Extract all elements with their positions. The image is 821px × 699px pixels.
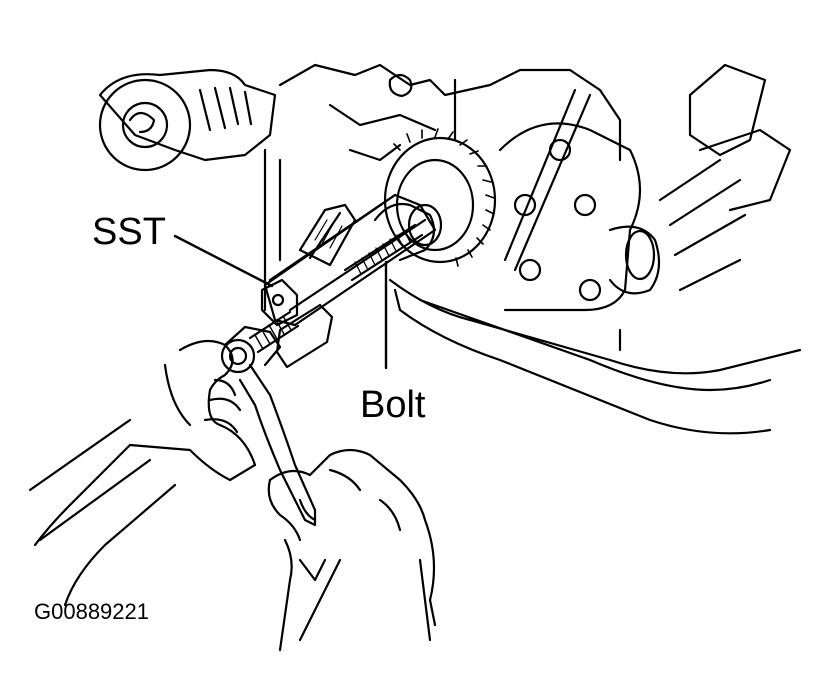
center-bolt-threads — [355, 230, 410, 274]
sst-jaw — [375, 204, 434, 260]
belt-line — [505, 90, 590, 270]
pump-flange — [610, 227, 659, 294]
block-bolt-boss — [390, 75, 412, 96]
lower-bolt-threads — [255, 316, 291, 349]
pump-port — [626, 231, 654, 279]
lower-bolt — [250, 312, 298, 352]
wrench-socket-inner — [230, 348, 246, 364]
gear-hub — [409, 205, 441, 245]
wrench-handle — [240, 365, 315, 525]
pump-housing — [500, 123, 640, 310]
right-cover — [690, 65, 790, 210]
sst-leader-line — [175, 236, 272, 286]
sst-arm-top — [270, 195, 425, 310]
block-rib — [330, 105, 435, 160]
right-hand — [270, 450, 435, 625]
wrench-socket-outer — [222, 340, 254, 372]
upper-block-contour — [280, 65, 620, 160]
left-hand-fingers — [165, 365, 240, 432]
crankshaft-gear — [385, 129, 495, 266]
engine-block — [100, 65, 800, 433]
left-hand — [35, 341, 255, 545]
pump-bolt-5 — [580, 280, 600, 300]
right-hand-fingers — [269, 470, 400, 540]
leader-lines — [175, 236, 386, 368]
right-ribs — [660, 160, 745, 290]
pan-lower-edge — [395, 290, 770, 433]
pulley-hub — [130, 113, 154, 132]
figure-id: G00889221 — [34, 599, 149, 624]
sst-tool — [250, 195, 435, 367]
sst-block — [262, 280, 297, 325]
pulley-outer — [100, 80, 190, 170]
sst-label: SST — [92, 211, 166, 253]
left-arm — [30, 420, 175, 605]
wrench-head — [225, 327, 280, 365]
sst-pin — [273, 295, 283, 305]
oil-pan — [390, 280, 800, 390]
wrench — [222, 327, 315, 525]
right-sleeve — [300, 560, 430, 640]
sst-arm — [265, 195, 435, 325]
pump-bolt-4 — [520, 260, 540, 280]
pulley-inner — [123, 103, 167, 147]
right-wrist — [280, 540, 292, 650]
pump-bolt-1 — [550, 140, 570, 160]
alternator-body — [100, 70, 275, 160]
sst-wedge-shade — [315, 220, 342, 248]
sst-wedge — [300, 205, 355, 265]
alternator-fins — [200, 88, 251, 130]
pump-bolt-2 — [575, 195, 595, 215]
gear-teeth — [394, 129, 494, 266]
hands — [30, 341, 435, 650]
gear-outer — [385, 138, 495, 262]
pump-bolt-3 — [515, 195, 535, 215]
bolt-label: Bolt — [360, 384, 426, 426]
